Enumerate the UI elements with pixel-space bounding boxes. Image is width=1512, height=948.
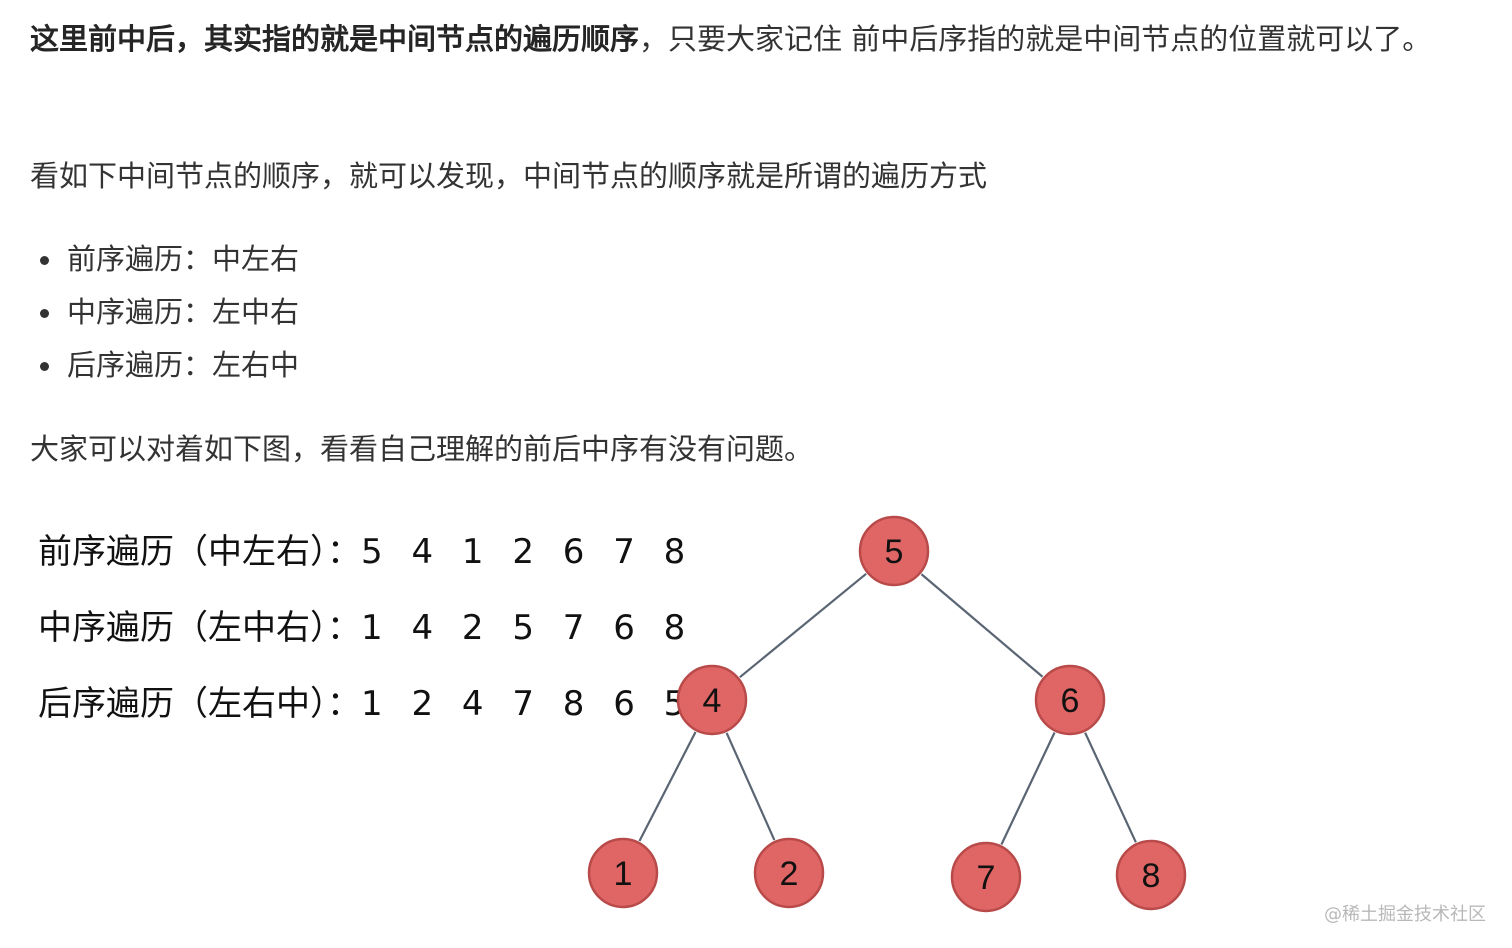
preorder-line: 前序遍历（中左右）：5 4 1 2 6 7 8 — [38, 532, 694, 572]
list-item-postorder: 后序遍历：左右中 — [30, 339, 299, 392]
tree-node-8: 8 — [1115, 839, 1187, 911]
postorder-label: 后序遍历（左右中）： — [38, 684, 361, 724]
tree-node-label: 8 — [1142, 857, 1161, 895]
tree-node-label: 1 — [614, 855, 633, 893]
bullet-icon — [40, 362, 49, 371]
tree-node-label: 4 — [703, 682, 722, 720]
traversal-list: 前序遍历：中左右 中序遍历：左中右 后序遍历：左右中 — [30, 233, 299, 392]
tree-edge-n5-n6 — [920, 573, 1044, 678]
intro-bold-text: 这里前中后，其实指的就是中间节点的遍历顺序 — [30, 22, 640, 56]
tree-node-5: 5 — [858, 515, 930, 587]
tree-node-circle — [1115, 839, 1187, 911]
tree-node-label: 5 — [885, 533, 904, 571]
bullet-icon — [40, 256, 49, 265]
tree-node-4: 4 — [676, 664, 748, 736]
tree-node-label: 7 — [977, 859, 996, 897]
tree-edge-n6-n8 — [1084, 732, 1137, 843]
inorder-line: 中序遍历（左中右）：1 4 2 5 7 6 8 — [38, 608, 694, 648]
tree-node-label: 2 — [780, 855, 799, 893]
tree-node-circle — [676, 664, 748, 736]
list-item-inorder: 中序遍历：左中右 — [30, 286, 299, 339]
postorder-line: 后序遍历（左右中）：1 2 4 7 8 6 5 — [38, 684, 694, 724]
watermark: @稀土掘金技术社区 — [1324, 904, 1486, 925]
tree-node-circle — [587, 837, 659, 909]
order-explanation-paragraph: 看如下中间节点的顺序，就可以发现，中间节点的顺序就是所谓的遍历方式 — [30, 159, 988, 193]
tree-edge-n4-n2 — [725, 732, 776, 841]
preorder-label: 前序遍历（中左右）： — [38, 532, 361, 572]
tree-node-circle — [753, 837, 825, 909]
bullet-icon — [40, 309, 49, 318]
intro-rest-text: ，只要大家记住 前中后序指的就是中间节点的位置就可以了。 — [639, 22, 1432, 56]
tree-node-1: 1 — [587, 837, 659, 909]
tree-edge-n5-n4 — [739, 572, 867, 679]
tree-node-6: 6 — [1034, 664, 1106, 736]
tree-node-circle — [950, 841, 1022, 913]
tree-node-circle — [858, 515, 930, 587]
tree-node-7: 7 — [950, 841, 1022, 913]
list-item-text: 后序遍历：左右中 — [67, 348, 300, 382]
tree-node-label: 6 — [1061, 682, 1080, 720]
preorder-sequence: 5 4 1 2 6 7 8 — [361, 532, 695, 572]
postorder-sequence: 1 2 4 7 8 6 5 — [361, 684, 695, 724]
intro-paragraph: 这里前中后，其实指的就是中间节点的遍历顺序，只要大家记住 前中后序指的就是中间节… — [30, 13, 1470, 65]
tree-edge-n4-n1 — [638, 731, 697, 842]
list-item-text: 前序遍历：中左右 — [67, 242, 300, 276]
tree-node-2: 2 — [753, 837, 825, 909]
list-item-text: 中序遍历：左中右 — [67, 295, 300, 329]
tree-node-circle — [1034, 664, 1106, 736]
figure-intro-paragraph: 大家可以对着如下图，看看自己理解的前后中序有没有问题。 — [30, 432, 814, 466]
inorder-label: 中序遍历（左中右）： — [38, 608, 361, 648]
inorder-sequence: 1 4 2 5 7 6 8 — [361, 608, 695, 648]
tree-edge-n6-n7 — [1000, 732, 1056, 845]
list-item-preorder: 前序遍历：中左右 — [30, 233, 299, 286]
